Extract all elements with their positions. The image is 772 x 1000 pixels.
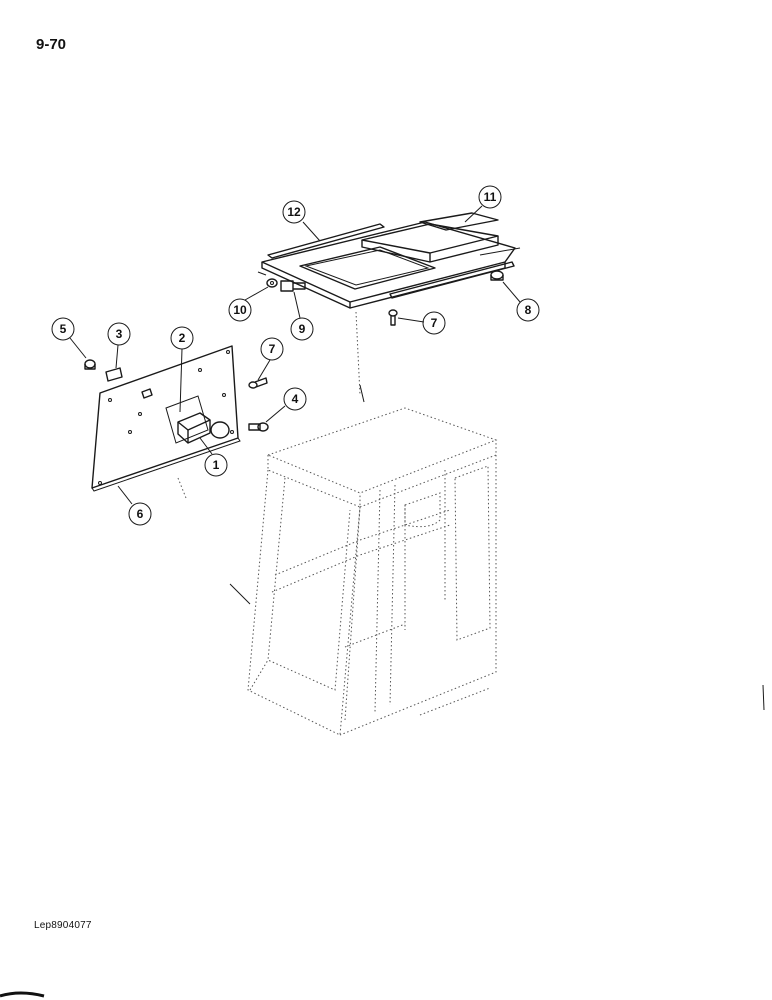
callout-6: 6 [137, 507, 144, 521]
screw-7-panel [248, 377, 268, 389]
callout-11: 10 [233, 303, 247, 317]
corner-mark [0, 991, 45, 998]
washer-bolt [257, 271, 306, 292]
drawing-reference: Lep8904077 [34, 920, 92, 931]
screw-4 [248, 422, 269, 432]
callout-7-roof: 7 [431, 316, 438, 330]
nut-5 [84, 359, 96, 370]
callout-9: 12 [287, 205, 301, 219]
callout-8: 11 [484, 190, 497, 204]
callout-7-panel: 7 [269, 342, 276, 356]
callout-3: 3 [116, 327, 123, 341]
callout-5: 5 [60, 322, 67, 336]
callout-2: 2 [179, 331, 186, 345]
page-number: 9-70 [36, 36, 67, 53]
screw-7-roof [388, 309, 398, 326]
callout-12: 8 [525, 303, 532, 317]
nut-12 [490, 270, 504, 281]
callout-1: 1 [213, 458, 220, 472]
panel-assembly [91, 345, 241, 492]
direction-markers [177, 311, 765, 711]
clip-3 [105, 367, 123, 382]
cab-frame [247, 407, 498, 736]
roof-tray-assembly [261, 212, 521, 309]
callout-4: 4 [292, 392, 299, 406]
callout-10: 9 [299, 322, 306, 336]
